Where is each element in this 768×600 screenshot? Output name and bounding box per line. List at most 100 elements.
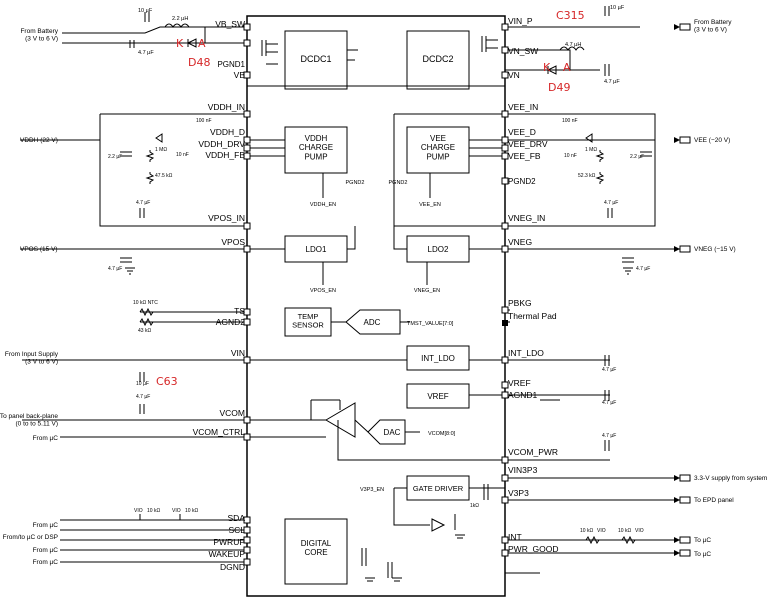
thermal-pad-marker: [502, 320, 508, 326]
d48-label: D48: [188, 56, 210, 69]
ic-outline: [246, 15, 506, 597]
vddh-label: VDDH (22 V): [20, 137, 58, 144]
pin-int: INT: [508, 532, 522, 542]
vddh-pump-block: [284, 126, 348, 174]
vpos-label: VPOS (15 V): [20, 246, 58, 253]
ldo-wires: [247, 226, 505, 250]
vref-block: [406, 383, 470, 409]
inductor-symbols: [164, 23, 585, 51]
vee-pump-block: [406, 126, 470, 174]
vio-right-1-label: VIO: [597, 528, 606, 534]
pin-vddh-drv: VDDH_DRV: [198, 139, 245, 149]
inductor-22uh-label: 2.2 µH: [172, 16, 188, 22]
cap-100nf-right-label: 100 nF: [562, 118, 578, 124]
ldo2-label: LDO2: [428, 245, 449, 254]
vpos-en-label: VPOS_EN: [310, 288, 336, 294]
d49-label: D49: [548, 81, 570, 94]
res-10k-right-1-label: 10 kΩ: [580, 528, 593, 534]
pin-v3p3: V3P3: [508, 488, 529, 498]
cap-10nf-left-label: 10 nF: [176, 152, 189, 158]
input-supply-label: From Input Supply(3 V to 6 V): [5, 351, 59, 366]
digital-core-block: [284, 518, 348, 585]
res-1m-left-label: 1 MΩ: [155, 147, 167, 153]
component-labels: 10 µF 2.2 µH 4.7 µF 10 µF 4.7 µH 4.7 µF …: [108, 5, 650, 534]
cap-100nf-left-label: 100 nF: [196, 118, 212, 124]
gate-driver-label: GATE DRIVER: [413, 484, 464, 493]
vref-label: VREF: [427, 392, 448, 401]
pin-vcom-ctrl: VCOM_CTRL: [193, 427, 246, 437]
pin-agnd1: AGND1: [508, 390, 538, 400]
from-uc-pwrup-label: From µC: [33, 547, 59, 554]
cap-int-ldo-label: 4.7 µF: [602, 367, 616, 373]
pin-vn-sw: VN_SW: [508, 46, 538, 56]
cap-vref-label: 4.7 µF: [602, 400, 616, 406]
dac-label: DAC: [384, 428, 401, 437]
cap-10uf-right-label: 10 µF: [610, 5, 625, 11]
battery1-label: From Battery(3 V to 6 V): [20, 28, 58, 43]
vneg-en-label: VNEG_EN: [414, 288, 440, 294]
cap-47uf-label: 4.7 µF: [138, 50, 154, 56]
pin-scl: SCL: [228, 525, 245, 535]
v3p3-en-label: V3P3_EN: [360, 487, 384, 493]
pin-vin3p3: VIN3P3: [508, 465, 538, 475]
right-pin-labels: VIN_P VN_SW VN VEE_IN VEE_D VEE_DRV VEE_…: [508, 16, 559, 554]
from-uc-sda-label: From µC: [33, 522, 59, 529]
buffer-symbol: [431, 518, 446, 532]
vb-rail: [247, 49, 505, 87]
vio-left-2-label: VIO: [172, 508, 181, 514]
ldo1-label: LDO1: [306, 245, 327, 254]
backplane-label: To panel back-plane(0 to to 5.11 V): [0, 413, 58, 428]
cathode-k-left: K: [176, 37, 184, 50]
red-annotations: K A D48 K A D49 C315 C63: [156, 9, 585, 388]
to-uc2-label: To µC: [694, 551, 711, 558]
vddh-loop-wires: [99, 113, 285, 227]
tmst-label: TMST_VALUE[7:0]: [407, 321, 454, 327]
cap-vneg-in-label: 4.7 µF: [604, 200, 618, 206]
left-pin-labels: VB_SW PGND1 VB VDDH_IN VDDH_D VDDH_DRV V…: [193, 19, 246, 572]
cathode-k-right: K: [543, 61, 551, 74]
right-external-labels: From Battery(3 V to 6 V) VEE (−20 V) VNE…: [694, 19, 767, 558]
pin-dgnd: DGND: [220, 562, 245, 572]
res-10k-left-1-label: 10 kΩ: [147, 508, 160, 514]
from-uc-vcom-label: From µC: [33, 435, 59, 442]
misc-wires: [247, 359, 505, 526]
pin-ts: TS: [234, 306, 245, 316]
pin-vin: VIN: [231, 348, 245, 358]
ground-symbols: [125, 267, 633, 582]
res-43k-label: 43 kΩ: [138, 328, 151, 334]
arrow-tails: [679, 23, 691, 557]
cap-vpos-label: 4.7 µF: [108, 266, 122, 272]
enable-lines: [322, 173, 431, 285]
int-ldo-label: INT_LDO: [421, 354, 455, 363]
pin-vddh-d: VDDH_D: [210, 127, 245, 137]
temp-sensor-block: [284, 307, 332, 337]
res-523k-label: 52.3 kΩ: [578, 173, 596, 179]
pin-vneg: VNEG: [508, 237, 532, 247]
pin-pwrup: PWRUP: [213, 537, 245, 547]
res-475k-label: 47.5 kΩ: [155, 173, 173, 179]
vee-en-label: VEE_EN: [419, 202, 441, 208]
pin-pbkg: PBKG: [508, 298, 532, 308]
left-external-labels: From Battery(3 V to 6 V) VDDH (22 V) VPO…: [0, 28, 59, 566]
pin-agnd2: AGND2: [216, 317, 246, 327]
resistor-symbols: [139, 150, 636, 545]
pin-vpos-in: VPOS_IN: [208, 213, 245, 223]
pin-wakeup: WAKEUP: [208, 549, 245, 559]
arrow-markers: [674, 24, 680, 556]
c315-label: C315: [556, 9, 585, 22]
cap-vcom-label: 4.7 µF: [136, 394, 150, 400]
vddh-en-label: VDDH_EN: [310, 202, 336, 208]
left-signal-wires: [60, 311, 247, 563]
cap-vneg-label: 4.7 µF: [636, 266, 650, 272]
pin-vneg-in: VNEG_IN: [508, 213, 545, 223]
pgnd2-right-label: PGND2: [389, 180, 408, 186]
pin-vref: VREF: [508, 378, 531, 388]
signal-labels: VDDH_EN VEE_EN VPOS_EN VNEG_EN TMST_VALU…: [310, 180, 456, 493]
c63-label: C63: [156, 375, 178, 388]
anode-a-right: A: [563, 61, 571, 74]
pin-vcom: VCOM: [220, 408, 246, 418]
pin-vddh-in: VDDH_IN: [208, 102, 245, 112]
